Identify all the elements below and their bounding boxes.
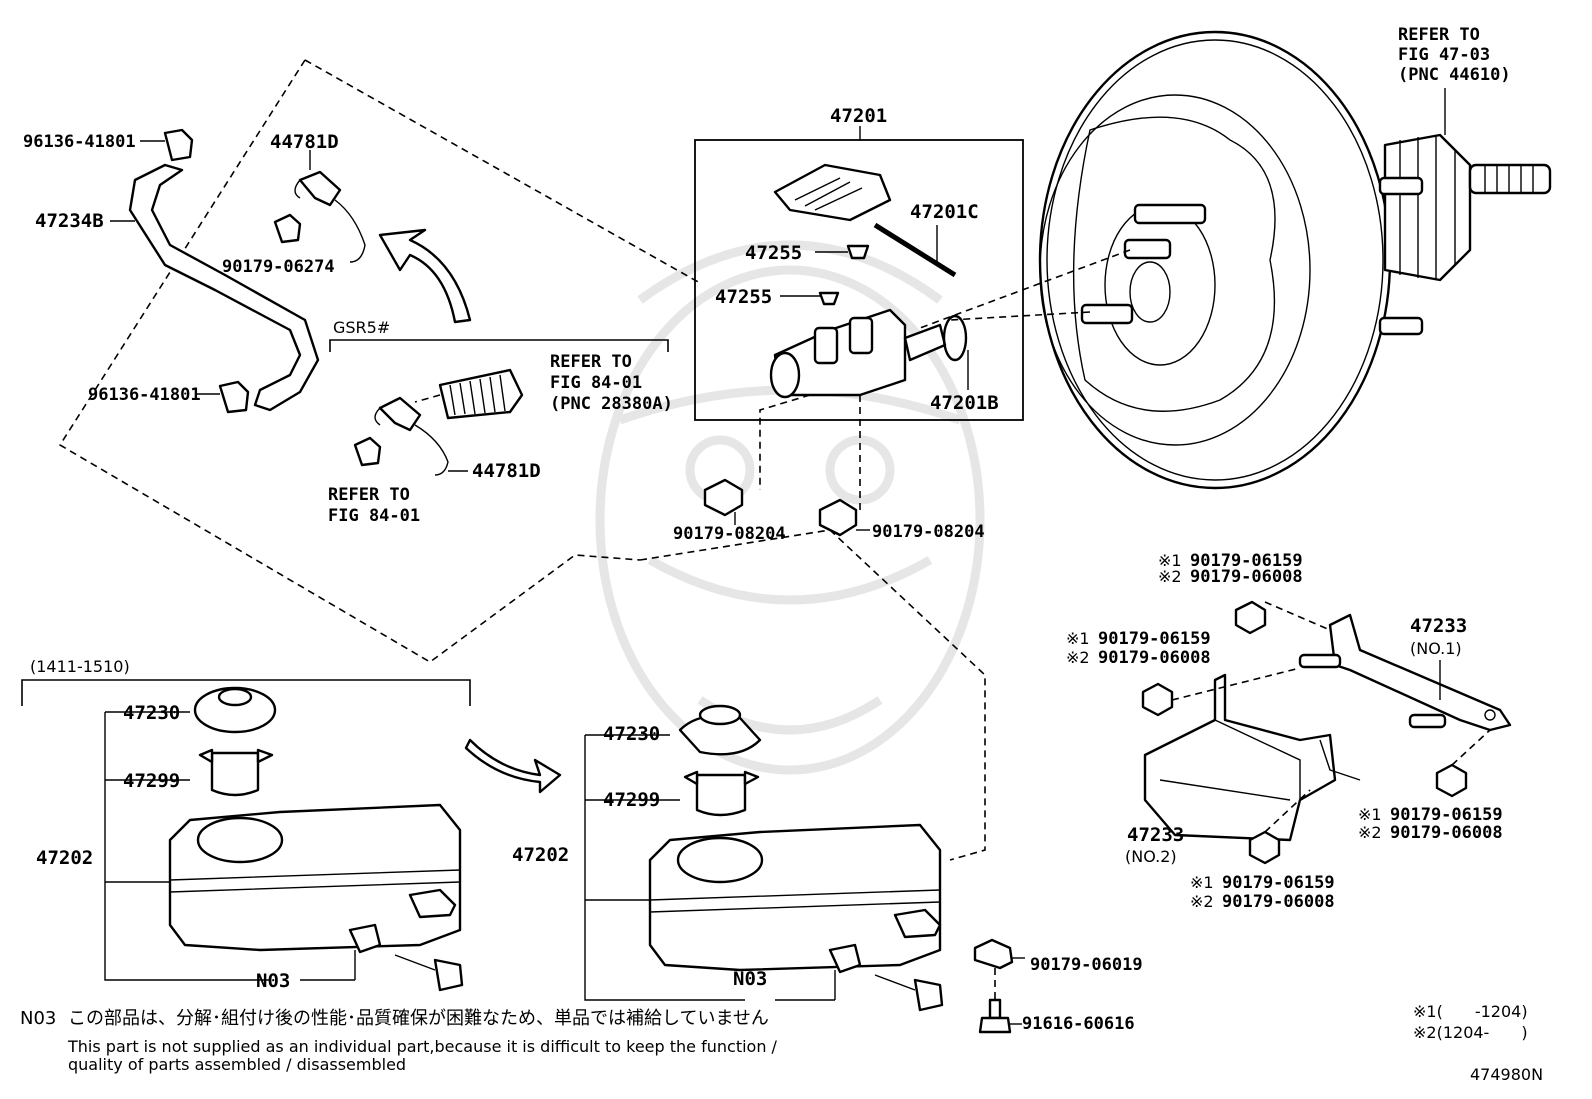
footnote-en-1: This part is not supplied as an individu… [67,1037,778,1056]
label-nut-reservoir: 90179-06019 [1030,955,1143,975]
label-bolt-reservoir: 91616-60616 [1022,1014,1135,1034]
brake-booster [919,30,1552,490]
label-bracket-no1: 47233 [1410,615,1467,637]
label-n03-left: N03 [256,970,290,992]
label-sensor-nut: 90179-06274 [222,257,335,277]
arrow-left-to-right [464,738,562,794]
figure-code: 474980N [1470,1065,1543,1084]
mark2-a: ※2 [1158,567,1182,586]
label-date-range: (1411-1510) [30,657,130,676]
label-strainer-left: 47299 [123,770,180,792]
master-cylinder-assembly [694,126,1024,510]
mc-nuts [703,478,870,537]
curved-arrow-up [378,228,472,324]
label-nut-a-1: 90179-06159 [1190,551,1303,571]
footnote-en-2: quality of parts assembled / disassemble… [68,1055,406,1074]
reservoir-right-group [584,704,1025,1034]
label-hose-clamp-top: 96136-41801 [23,132,136,152]
sensor-top [273,150,366,263]
label-cap-right: 47230 [603,723,660,745]
refer-fig84-top-1: REFER TO [550,352,632,372]
label-reservoir-left: 47202 [36,847,93,869]
mark2-c: ※2 [1358,823,1382,842]
refer-booster-2: FIG 47-03 [1398,45,1490,65]
mark1-d: ※1 [1190,873,1214,892]
bracket-no2 [1143,673,1361,842]
label-nut-c-2: 90179-06008 [1390,823,1503,843]
mark2-b: ※2 [1066,648,1090,667]
variant-bracket [329,339,669,352]
label-nut-a-2: 90179-06008 [1190,567,1303,587]
bracket-no1 [1298,613,1512,732]
label-nut-d-2: 90179-06008 [1222,892,1335,912]
label-cap-left: 47230 [123,702,180,724]
label-bracket-no1-sub: (NO.1) [1410,639,1462,658]
label-nut-b-2: 90179-06008 [1098,648,1211,668]
refer-booster-3: (PNC 44610) [1398,65,1511,85]
label-pin: 47201C [910,201,979,223]
label-nut-c-1: 90179-06159 [1390,805,1503,825]
mark1-b: ※1 [1066,629,1090,648]
label-hose: 47234B [35,210,104,232]
label-nut-left: 90179-08204 [673,524,786,544]
labels: REFER TO FIG 47-03 (PNC 44610) 96136-418… [20,25,1543,1084]
mark2-d: ※2 [1190,892,1214,911]
legend-mark1: ※1( -1204) [1413,1002,1528,1021]
bracket-nuts [1141,600,1491,865]
label-nut-b-1: 90179-06159 [1098,629,1211,649]
label-bracket-no2: 47233 [1127,824,1184,846]
label-hose-clamp-bottom: 96136-41801 [88,385,201,405]
sensor-bottom [353,368,524,476]
mark1-c: ※1 [1358,805,1382,824]
label-strainer-right: 47299 [603,789,660,811]
refer-booster-1: REFER TO [1398,25,1480,45]
label-nut-right: 90179-08204 [872,522,985,542]
label-variant: GSR5# [333,318,390,337]
reservoir-hose [110,128,320,414]
refer-fig84-top-3: (PNC 28380A) [550,394,673,414]
refer-fig84-bottom-1: REFER TO [328,485,410,505]
label-nut-d-1: 90179-06159 [1222,873,1335,893]
refer-fig84-top-2: FIG 84-01 [550,373,642,393]
mark1-a: ※1 [1158,551,1182,570]
label-sensor-top: 44781D [270,131,339,153]
label-reservoir-right: 47202 [512,844,569,866]
refer-fig84-bottom-2: FIG 84-01 [328,506,420,526]
watermark-emblem [595,240,985,775]
dashed-group-outlines [58,59,986,861]
label-sensor-bottom: 44781D [472,460,541,482]
reservoir-left-group [21,679,471,992]
footnote-code: N03 [20,1008,56,1029]
label-bracket-no2-sub: (NO.2) [1125,847,1177,866]
legend-mark2: ※2(1204- ) [1413,1023,1528,1042]
footnote-jp: この部品は、分解･組付け後の性能･品質確保が困難なため、単品では補給していません [68,1008,769,1029]
label-n03-right: N03 [733,968,767,990]
label-grommet-2: 47255 [715,286,772,308]
label-master-cylinder: 47201 [830,105,887,127]
label-o-ring: 47201B [930,392,999,414]
label-grommet-1: 47255 [745,242,802,264]
